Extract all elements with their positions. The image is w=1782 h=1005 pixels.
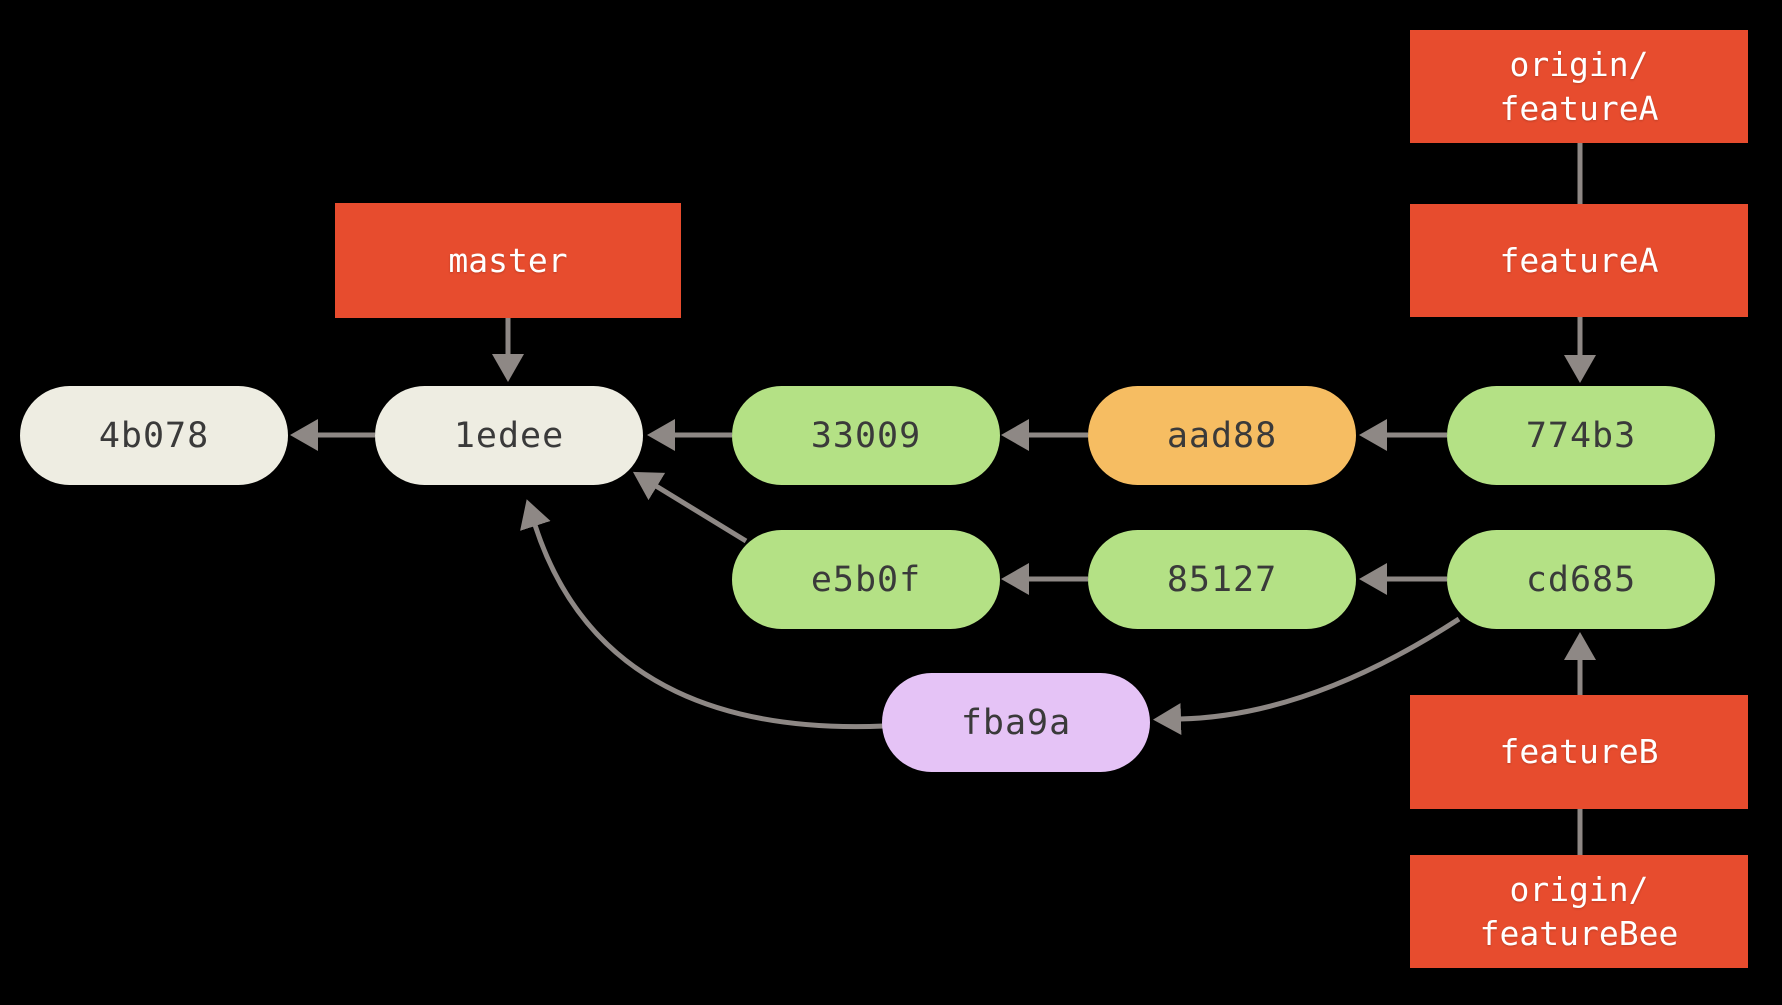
edge-e5b0f-to-1edee: [632, 471, 748, 544]
commit-node-cd685: cd685: [1447, 530, 1715, 629]
edge-fba9a-to-1edee: [520, 499, 885, 730]
commit-node-33009: 33009: [732, 386, 1000, 485]
branch-label-origin-featureBee: origin/ featureBee: [1410, 855, 1748, 968]
commit-node-4b078: 4b078: [20, 386, 288, 485]
commit-node-1edee: 1edee: [375, 386, 643, 485]
commit-node-774b3: 774b3: [1447, 386, 1715, 485]
commit-node-aad88: aad88: [1088, 386, 1356, 485]
commit-node-e5b0f: e5b0f: [732, 530, 1000, 629]
branch-label-origin-featureA: origin/ featureA: [1410, 30, 1748, 143]
branch-label-featureA: featureA: [1410, 204, 1748, 317]
branch-label-master: master: [335, 203, 681, 318]
commit-node-85127: 85127: [1088, 530, 1356, 629]
commit-node-fba9a: fba9a: [882, 673, 1150, 772]
edge-cd685-to-fba9a: [1153, 616, 1461, 735]
branch-label-featureB: featureB: [1410, 695, 1748, 809]
